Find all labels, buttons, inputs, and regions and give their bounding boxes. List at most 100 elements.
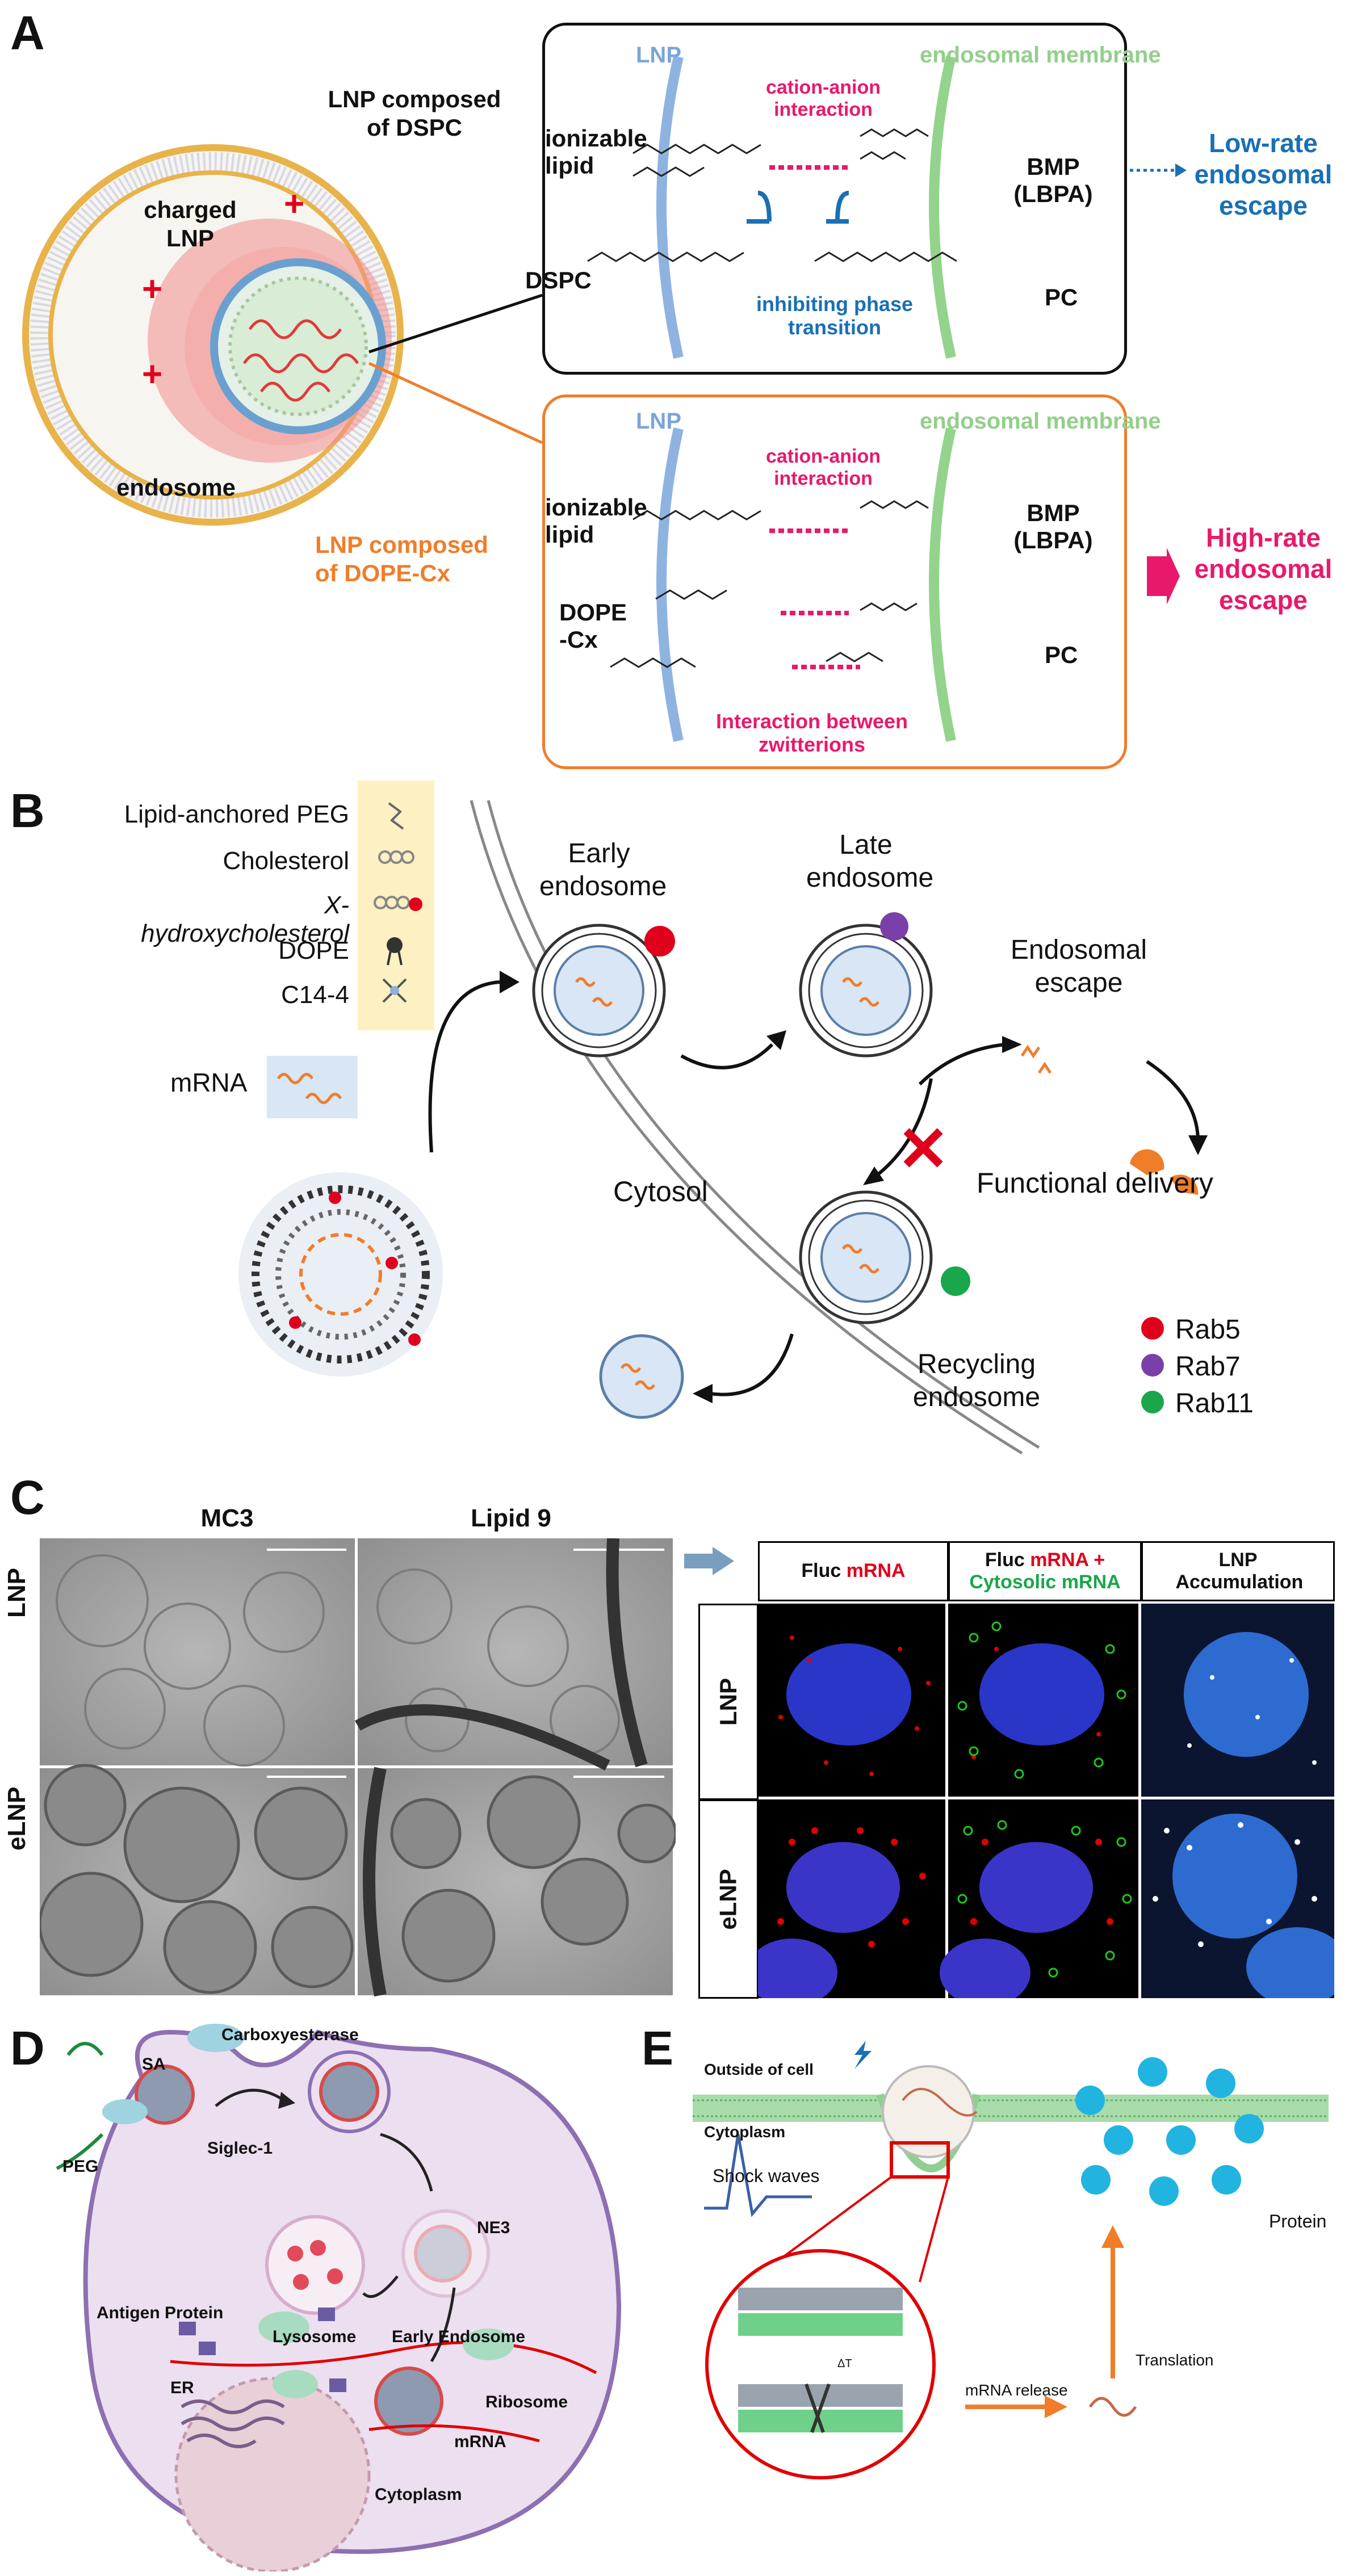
early-endosome-label: Early endosome — [539, 838, 667, 901]
cytoplasm-e-label: Cytoplasm — [704, 2123, 786, 2141]
lnp-row-label-em: LNP — [3, 1568, 31, 1618]
lysosome — [265, 2215, 365, 2315]
endosome-label: endosome — [116, 474, 236, 501]
lightning-icon — [854, 2041, 872, 2069]
ne3-label: NE3 — [477, 2218, 510, 2237]
mrna-release-label: mRNA release — [965, 2381, 1068, 2399]
dope-icon — [387, 937, 403, 966]
cryo-em-grid — [40, 1538, 676, 1997]
fluor-row-elnp: eLNP — [698, 1799, 759, 1999]
panel-d-graphics — [56, 2024, 622, 2571]
panel-e-graphics — [693, 2041, 1329, 2479]
inhibit-label: inhibiting phase transition — [756, 292, 913, 339]
late-endosome-label: Late endosome — [806, 830, 934, 893]
lnp-dspc-label: LNP composed of DSPC — [328, 86, 501, 141]
rab11-label: Rab11 — [1175, 1388, 1254, 1419]
uptake-arrow — [428, 980, 500, 1153]
dspc-label: DSPC — [525, 267, 592, 293]
recycling-endosome-label: Recycling endosome — [912, 1349, 1041, 1412]
rab5-marker — [644, 926, 675, 956]
lnp-title-bottom: LNP — [636, 409, 681, 434]
released-mrna — [1020, 1044, 1052, 1074]
peg-icon — [388, 802, 404, 830]
siglec-label: Siglec-1 — [207, 2139, 273, 2158]
pink-arrow — [1147, 548, 1180, 605]
mrna-legend-box — [267, 1056, 358, 1118]
x-hydroxycholesterol-icon — [374, 896, 422, 911]
endosomal-escape-label: Endosomal escape — [1010, 935, 1147, 998]
header-fluc-mrna: Fluc mRNA — [758, 1541, 949, 1601]
dope-mechanism-box — [542, 395, 1127, 769]
translation-label: Translation — [1136, 2351, 1214, 2369]
antigen-label: Antigen Protein — [97, 2304, 224, 2322]
plus-sign: + — [142, 355, 162, 394]
ribosome-label: Ribosome — [485, 2393, 568, 2411]
outside-cell-label: Outside of cell — [704, 2061, 814, 2078]
functional-delivery-label: Functional delivery — [977, 1167, 1213, 1199]
shock-wave-trace — [704, 2134, 812, 2217]
legend-cholesterol: Cholesterol — [223, 847, 349, 875]
panel-a-graphics: + + + — [22, 144, 543, 526]
cytoplasm-d-label: Cytoplasm — [375, 2485, 462, 2504]
panel-label-c: C — [10, 1471, 45, 1524]
lnp-boundary — [656, 55, 684, 359]
bmp-label-top: BMP (LBPA) — [1013, 153, 1093, 208]
delta-t-label: ΔT — [837, 2357, 852, 2370]
cell-membrane-outer — [487, 800, 1040, 1449]
carboxyesterase-shape — [187, 2024, 244, 2052]
pc-label-bottom: PC — [1045, 641, 1078, 668]
legend-dope: DOPE — [278, 937, 349, 964]
membrane-title-top: endosomal membrane — [920, 43, 1161, 68]
legend-peg: Lipid-anchored PEG — [124, 800, 349, 828]
mrna-icon — [276, 1073, 342, 1104]
blocked-cross-icon: ✕ — [897, 1114, 950, 1184]
er-label: ER — [170, 2378, 194, 2397]
fluorescence-grid — [758, 1604, 1334, 1998]
lnp-dope-label: LNP composed of DOPE-Cx — [315, 531, 488, 587]
zwitterion-label: Interaction between zwitterions — [715, 710, 908, 757]
protein-shapes — [1130, 1149, 1199, 1195]
rab7-marker — [880, 912, 908, 941]
protein-label: Protein — [1269, 2211, 1327, 2231]
ionizable-label-bottom: ionizable lipid — [545, 494, 647, 548]
lnp-nanoparticle — [238, 1172, 443, 1377]
cell-membrane-band — [693, 2095, 1329, 2122]
c14-4-icon — [382, 978, 407, 1003]
panel-label-d: D — [10, 2021, 45, 2075]
header-fluc-cytosolic: Fluc mRNA +Cytosolic mRNA — [948, 1541, 1142, 1601]
high-rate-escape-label: High-rate endosomal escape — [1194, 523, 1333, 615]
charged-lnp-label: charged LNP — [144, 196, 237, 252]
dope-chemistry — [610, 427, 956, 742]
lipid9-column-label: Lipid 9 — [471, 1504, 551, 1532]
mrna-d-label: mRNA — [454, 2432, 506, 2451]
dotted-arrow — [1130, 163, 1187, 177]
membrane-boundary — [929, 55, 956, 359]
rab11-marker — [941, 1266, 970, 1296]
carboxyesterase-label: Carboxyesterase — [221, 2025, 359, 2044]
plus-sign: + — [142, 270, 162, 309]
recycling-endosome — [799, 1190, 970, 1324]
callout-line-bottom — [368, 362, 543, 444]
em-mc3-lnp — [40, 1538, 355, 1765]
peg-label: PEG — [62, 2157, 99, 2176]
rab7-label: Rab7 — [1175, 1352, 1241, 1382]
cytosol-label: Cytosol — [613, 1176, 708, 1207]
panel-label-e: E — [642, 2021, 674, 2075]
early-endosome-d-label: Early Endosome — [392, 2327, 526, 2346]
exocytosed-vesicle — [599, 1334, 684, 1419]
rab5-label: Rab5 — [1175, 1315, 1241, 1345]
early-endosome — [532, 924, 675, 1058]
cholesterol-icon — [378, 850, 414, 864]
sa-label: SA — [142, 2055, 166, 2074]
panel-b-graphics — [238, 800, 1208, 1455]
fluor-row-lnp: LNP — [698, 1604, 759, 1800]
header-lnp-accumulation: LNP Accumulation — [1141, 1541, 1335, 1601]
ionizable-label-top: ionizable lipid — [545, 125, 647, 179]
cation-anion-label-bottom: cation-anion interaction — [765, 446, 881, 490]
plus-sign: + — [284, 184, 304, 224]
protein-cluster — [1075, 2057, 1264, 2206]
shock-waves-label: Shock waves — [713, 2166, 820, 2186]
legend-x-hydroxycholesterol: X-hydroxycholesterol — [141, 891, 349, 947]
membrane-title-bottom: endosomal membrane — [920, 409, 1161, 434]
panel-label-a: A — [10, 6, 45, 60]
